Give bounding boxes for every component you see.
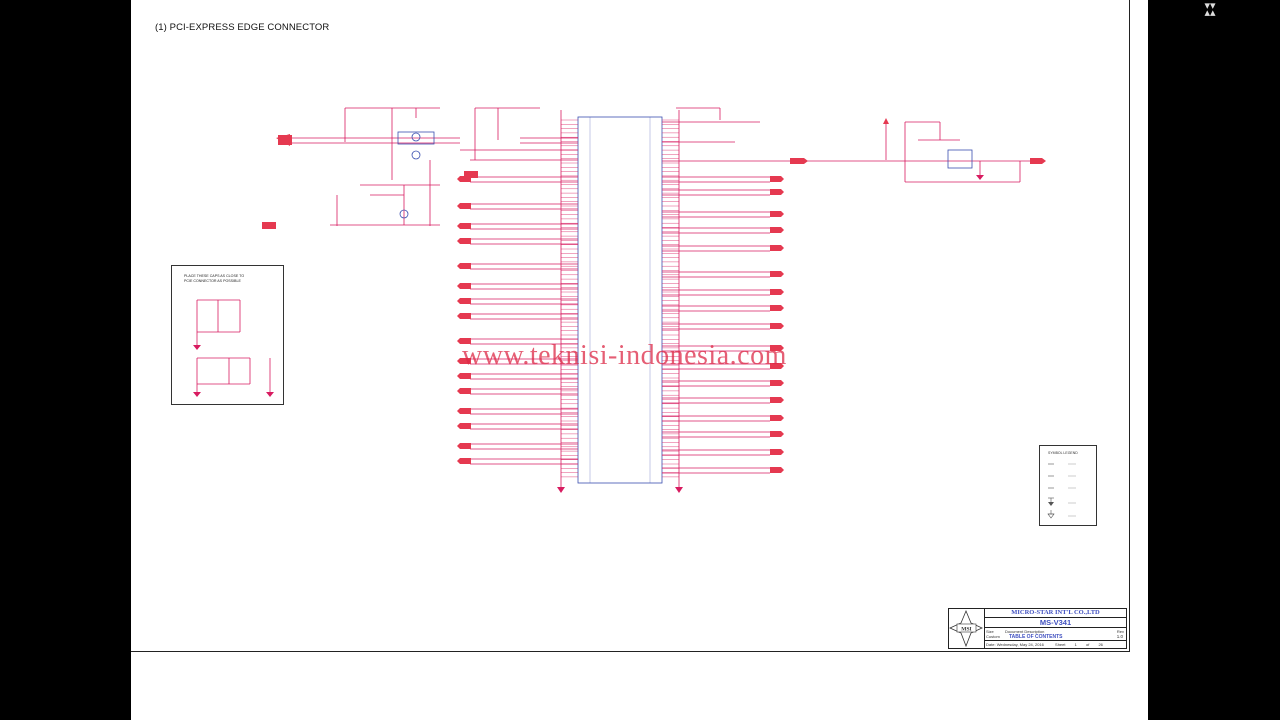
- net-port-left-14: [457, 443, 471, 449]
- net-port-right-11: [770, 380, 784, 386]
- net-port-right-3: [770, 227, 784, 233]
- caps-note-line1: PLACE THESE CAPS AS CLOSE TO: [184, 274, 245, 278]
- size-value: Custom: [986, 634, 1000, 639]
- pcie-connector-body: [577, 116, 663, 484]
- net-port-left-3: [457, 238, 471, 244]
- left-pin-wires: [561, 119, 578, 478]
- net-port-right-4: [770, 245, 784, 251]
- net-port-right-2: [770, 211, 784, 217]
- legend-symbols: [1047, 463, 1076, 519]
- net-port-right-16: [770, 467, 784, 473]
- net-port-right-7: [770, 305, 784, 311]
- net-port-left-4: [457, 263, 471, 269]
- fullscreen-exit-icon[interactable]: ▾▾▴▴: [1204, 0, 1216, 19]
- decoupling-caps: [196, 299, 271, 392]
- schematic-page: [131, 0, 1148, 720]
- page-title: (1) PCI-EXPRESS EDGE CONNECTOR: [155, 22, 330, 33]
- net-port-right-12: [770, 397, 784, 403]
- sheet-label: Sheet: [1055, 642, 1066, 647]
- ground-symbol-right: [675, 487, 683, 493]
- net-port-right-13: [770, 415, 784, 421]
- sheet-border: [131, 0, 1130, 652]
- of-value: 26: [1098, 642, 1103, 647]
- msi-logo: MSI: [949, 609, 985, 648]
- net-port-right-10: [770, 363, 784, 369]
- net-port-left-13: [457, 423, 471, 429]
- net-port-right-8: [770, 323, 784, 329]
- net-port-left-1: [457, 203, 471, 209]
- net-port-left-12: [457, 408, 471, 414]
- company-name: MICRO-STAR INT'L CO.,LTD: [985, 609, 1126, 618]
- rev-value: 1.0: [1116, 634, 1123, 639]
- caps-note-line2: PCIE CONNECTOR AS POSSIBLE: [184, 279, 241, 283]
- size-label: Size: [986, 629, 994, 634]
- power-circuit-right: [662, 107, 1035, 183]
- net-port-right-5: [770, 271, 784, 277]
- legend-title: SYMBOL LEGEND: [1048, 451, 1078, 455]
- doc-label: Document Description: [1005, 629, 1045, 634]
- net-port-left-8: [457, 338, 471, 344]
- date-label: Date:: [986, 642, 996, 647]
- net-port-left-6: [457, 298, 471, 304]
- net-port-left-2: [457, 223, 471, 229]
- right-pin-wires: [662, 119, 679, 478]
- watermark-text: www.teknisi-indonesia.com: [462, 340, 787, 371]
- doc-title: TABLE OF CONTENTS: [1009, 634, 1063, 640]
- date-row: Date: Wednesday, May 24, 2016 Sheet 1 of…: [985, 641, 1126, 648]
- mosfet-symbols: [397, 131, 435, 219]
- net-port-left-5: [457, 283, 471, 289]
- power-circuit-left: [278, 107, 578, 226]
- right-net-ports: [662, 176, 784, 474]
- model-number: MS-V341: [985, 618, 1126, 628]
- net-port-left-11: [457, 388, 471, 394]
- caps-placement-box: PLACE THESE CAPS AS CLOSE TO PCIE CONNEC…: [171, 265, 284, 405]
- net-port-left-7: [457, 313, 471, 319]
- net-port-left-10: [457, 373, 471, 379]
- regulator-ic: [947, 149, 973, 169]
- of-label: of: [1085, 642, 1090, 647]
- left-net-ports: [457, 176, 578, 465]
- net-port-right-9: [770, 345, 784, 351]
- symbol-legend: SYMBOL LEGEND: [1039, 445, 1097, 526]
- net-port-right-0: [770, 176, 784, 182]
- net-port-right-15: [770, 449, 784, 455]
- net-port-right-14: [770, 431, 784, 437]
- net-port-right-1: [770, 189, 784, 195]
- sheet-value: 1: [1074, 642, 1077, 647]
- logo-text: MSI: [961, 627, 971, 633]
- ground-symbol-left: [557, 487, 565, 493]
- title-block: MSI MICRO-STAR INT'L CO.,LTD MS-V341 Siz…: [948, 608, 1127, 649]
- date-value: Wednesday, May 24, 2016: [996, 642, 1044, 647]
- net-port-left-9: [457, 358, 471, 364]
- net-port-left-15: [457, 458, 471, 464]
- net-port-right-6: [770, 289, 784, 295]
- rev-label: Rev: [1116, 629, 1124, 634]
